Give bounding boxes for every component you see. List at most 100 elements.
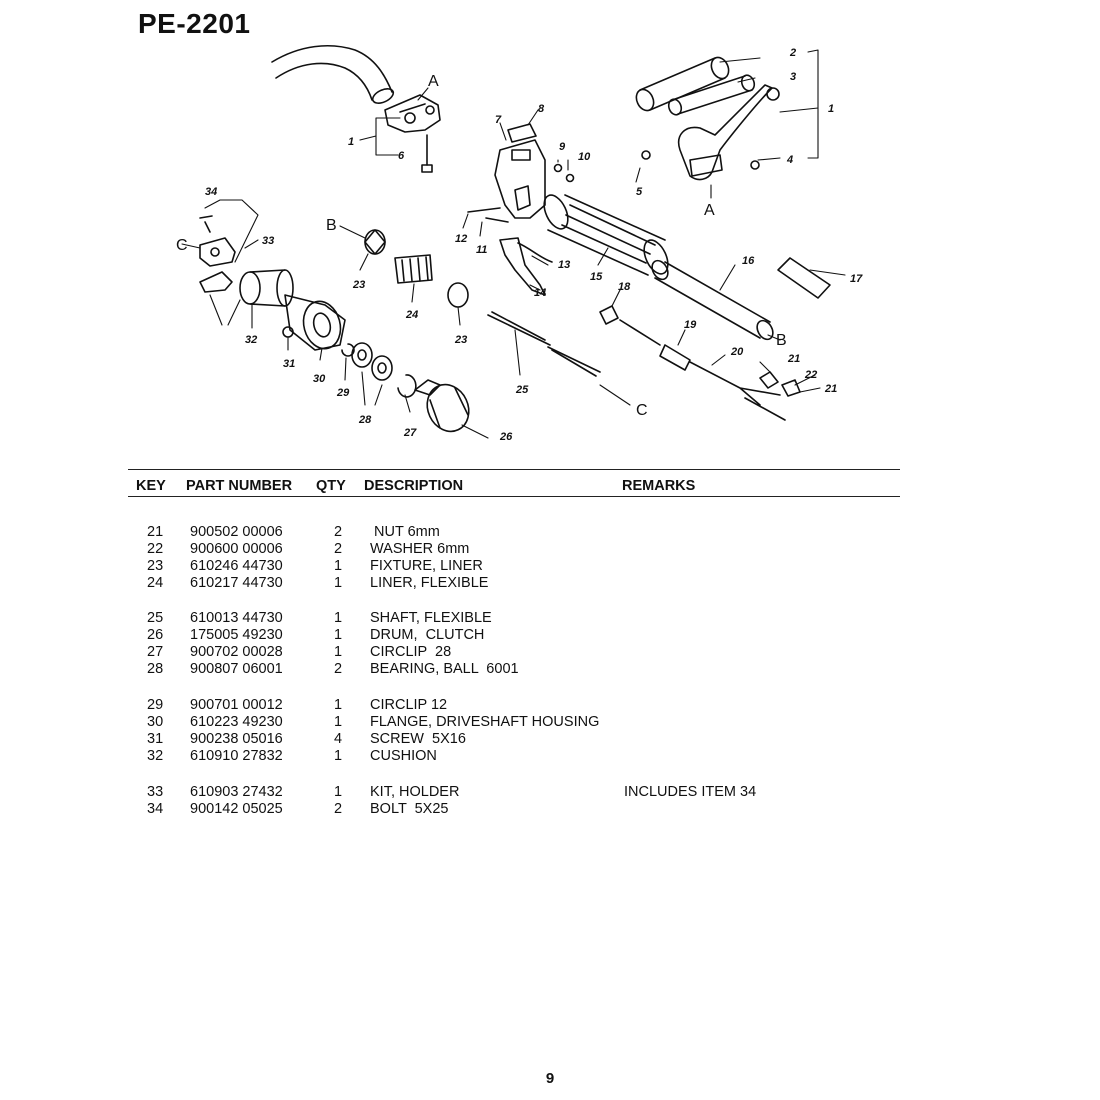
callout-21-bottom: 21 xyxy=(824,383,837,395)
header-qty: QTY xyxy=(316,478,346,494)
table-row: 22 900600 00006 2 WASHER 6mm xyxy=(0,541,1100,558)
fixture-liner-upper-part xyxy=(364,229,386,255)
page-title: PE-2201 xyxy=(138,8,251,39)
table-row: 30 610223 49230 1 FLANGE, DRIVESHAFT HOU… xyxy=(0,714,1100,731)
grip-tube-3-part xyxy=(667,74,756,116)
callout-17: 17 xyxy=(850,273,863,285)
cell-qty: 1 xyxy=(334,575,343,591)
throttle-cable-part xyxy=(599,305,801,421)
part-10 xyxy=(565,173,575,183)
cell-part-number: 900238 05016 xyxy=(190,731,283,747)
callout-16: 16 xyxy=(742,255,755,267)
cell-qty: 1 xyxy=(334,610,343,626)
header-description: DESCRIPTION xyxy=(364,478,464,494)
cell-qty: 1 xyxy=(334,627,343,643)
handle-bracket-right-part xyxy=(678,84,780,181)
cell-part-number: 900600 00006 xyxy=(190,541,283,557)
cell-qty: 1 xyxy=(334,558,343,574)
flexible-liner-part xyxy=(394,254,433,284)
cell-qty: 2 xyxy=(334,524,343,540)
callout-23-top: 23 xyxy=(352,279,365,291)
curved-hose-part xyxy=(271,45,395,104)
callout-8: 8 xyxy=(538,103,545,115)
cell-key: 31 xyxy=(147,731,164,747)
cell-part-number: 610903 27432 xyxy=(190,784,283,800)
callout-24: 24 xyxy=(405,309,418,321)
cell-description: FLANGE, DRIVESHAFT HOUSING xyxy=(370,714,600,730)
callout-14: 14 xyxy=(534,287,546,299)
cell-part-number: 175005 49230 xyxy=(190,627,283,643)
callout-33: 33 xyxy=(262,235,274,247)
cell-description: DRUM, CLUTCH xyxy=(370,627,485,643)
flexible-shaft-part xyxy=(487,311,601,377)
cell-key: 32 xyxy=(147,748,164,764)
cell-qty: 2 xyxy=(334,801,343,817)
circlip-28-part xyxy=(397,374,417,398)
flange-housing-assembly xyxy=(239,269,346,351)
ref-letter-c-right: C xyxy=(636,402,648,419)
table-row: 31 900238 05016 4 SCREW 5X16 xyxy=(0,731,1100,748)
cell-part-number: 900701 00012 xyxy=(190,697,283,713)
shaft-tube-part xyxy=(651,259,774,341)
grip-tube-2-part xyxy=(635,56,730,112)
cell-qty: 2 xyxy=(334,661,343,677)
table-row: 28 900807 06001 2 BEARING, BALL 6001 xyxy=(0,661,1100,678)
cell-qty: 2 xyxy=(334,541,343,557)
cell-description: CUSHION xyxy=(370,748,437,764)
cell-key: 25 xyxy=(147,610,164,626)
table-header-rule xyxy=(128,496,900,497)
ref-letter-b-left: B xyxy=(326,217,337,234)
ref-letter-b-right: B xyxy=(776,332,787,349)
clutch-drum-part xyxy=(414,379,470,433)
cell-part-number: 900702 00028 xyxy=(190,644,283,660)
header-remarks: REMARKS xyxy=(622,478,696,494)
clamp-a-left-part xyxy=(384,94,441,173)
callout-13: 13 xyxy=(558,259,570,271)
callout-25: 25 xyxy=(515,384,529,396)
cell-key: 22 xyxy=(147,541,164,557)
table-row: 23 610246 44730 1 FIXTURE, LINER xyxy=(0,558,1100,575)
callout-30: 30 xyxy=(313,373,326,385)
callout-29: 29 xyxy=(336,387,350,399)
screw-5-part xyxy=(641,150,651,160)
callout-11: 11 xyxy=(476,244,487,256)
cell-part-number: 610013 44730 xyxy=(190,610,283,626)
table-row: 25 610013 44730 1 SHAFT, FLEXIBLE xyxy=(0,610,1100,627)
cell-key: 33 xyxy=(147,784,164,800)
cell-part-number: 610910 27832 xyxy=(190,748,283,764)
cell-description: BEARING, BALL 6001 xyxy=(370,661,519,677)
cell-key: 29 xyxy=(147,697,164,713)
cell-description: NUT 6mm xyxy=(370,524,440,540)
callout-1-left: 1 xyxy=(348,136,354,148)
cell-key: 27 xyxy=(147,644,164,660)
callout-28: 28 xyxy=(358,414,372,426)
cell-description: SCREW 5X16 xyxy=(370,731,466,747)
cell-part-number: 610246 44730 xyxy=(190,558,283,574)
callout-7: 7 xyxy=(495,114,502,126)
table-row: 27 900702 00028 1 CIRCLIP 28 xyxy=(0,644,1100,661)
cell-key: 28 xyxy=(147,661,164,677)
cell-description: SHAFT, FLEXIBLE xyxy=(370,610,492,626)
cell-description: BOLT 5X25 xyxy=(370,801,449,817)
callout-1-right: 1 xyxy=(828,103,834,115)
cell-key: 23 xyxy=(147,558,164,574)
cell-qty: 1 xyxy=(334,697,343,713)
decal-part xyxy=(777,257,831,299)
cell-part-number: 900502 00006 xyxy=(190,524,283,540)
cell-description: CIRCLIP 28 xyxy=(370,644,452,660)
callout-2: 2 xyxy=(789,47,796,59)
cell-description: KIT, HOLDER xyxy=(370,784,460,800)
callout-labels: 1 6 2 3 1 4 5 8 7 9 10 12 11 13 14 15 16… xyxy=(176,47,863,443)
leader-lines xyxy=(181,49,846,439)
cell-key: 21 xyxy=(147,524,164,540)
header-part-number: PART NUMBER xyxy=(186,478,293,494)
table-row: 34 900142 05025 2 BOLT 5X25 xyxy=(0,801,1100,818)
cell-qty: 1 xyxy=(334,748,343,764)
callout-32: 32 xyxy=(245,334,257,346)
callout-31: 31 xyxy=(283,358,295,370)
cell-description: WASHER 6mm xyxy=(370,541,470,557)
cell-part-number: 900142 05025 xyxy=(190,801,283,817)
table-row: 24 610217 44730 1 LINER, FLEXIBLE xyxy=(0,575,1100,592)
nut-4-part xyxy=(750,160,760,170)
table-row: 32 610910 27832 1 CUSHION xyxy=(0,748,1100,765)
